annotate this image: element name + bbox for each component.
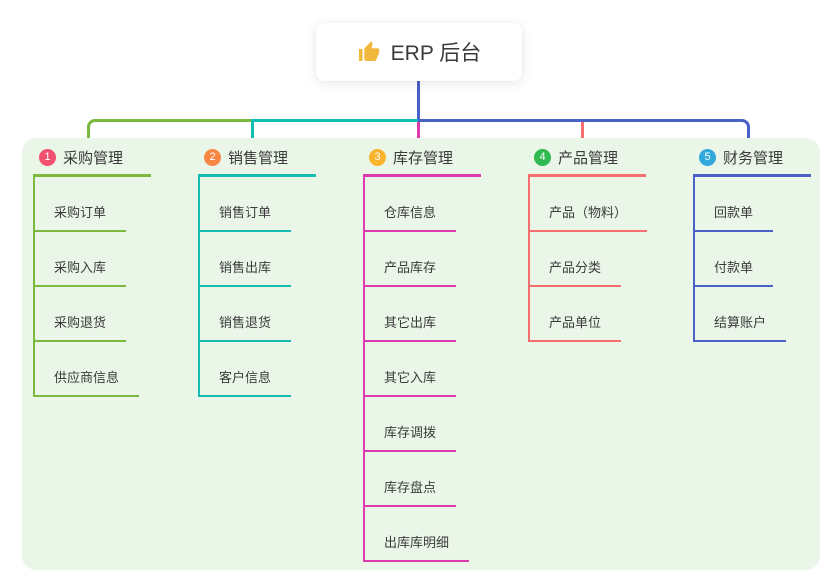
branch-children: 仓库信息 产品库存 其它出库 其它入库 库存调拨 库存盘点 出库库明细 xyxy=(363,177,470,562)
child-node[interactable]: 采购订单 xyxy=(35,177,127,232)
branch-children: 产品（物料） 产品分类 产品单位 xyxy=(528,177,648,342)
thumbs-up-icon xyxy=(358,41,380,61)
child-node[interactable]: 其它入库 xyxy=(365,342,457,397)
child-node[interactable]: 产品分类 xyxy=(530,232,622,287)
child-node[interactable]: 库存调拨 xyxy=(365,397,457,452)
child-node[interactable]: 采购退货 xyxy=(35,287,127,342)
branch-column-purchase: 1 采购管理 采购订单 采购入库 采购退货 供应商信息 xyxy=(33,140,151,397)
branch-children: 采购订单 采购入库 采购退货 供应商信息 xyxy=(33,177,140,397)
child-node[interactable]: 回款单 xyxy=(695,177,774,232)
branch-number-badge: 1 xyxy=(39,148,56,166)
branch-label: 采购管理 xyxy=(63,149,124,167)
child-node[interactable]: 库存盘点 xyxy=(365,452,457,507)
branch-number-badge: 2 xyxy=(204,148,221,166)
child-node[interactable]: 客户信息 xyxy=(200,342,292,397)
branch-title-product[interactable]: 4 产品管理 xyxy=(528,140,646,177)
branch-number-badge: 5 xyxy=(699,148,716,166)
child-node[interactable]: 销售退货 xyxy=(200,287,292,342)
branch-title-finance[interactable]: 5 财务管理 xyxy=(693,140,811,177)
child-node[interactable]: 产品单位 xyxy=(530,287,622,342)
branch-column-inventory: 3 库存管理 仓库信息 产品库存 其它出库 其它入库 库存调拨 库存盘点 出库库… xyxy=(363,140,481,562)
branch-children: 回款单 付款单 结算账户 xyxy=(693,177,787,342)
branch-title-purchase[interactable]: 1 采购管理 xyxy=(33,140,151,177)
child-node[interactable]: 结算账户 xyxy=(695,287,787,342)
branch-title-sales[interactable]: 2 销售管理 xyxy=(198,140,316,177)
root-node[interactable]: ERP 后台 xyxy=(316,23,522,81)
branch-number-badge: 3 xyxy=(369,148,386,166)
branch-number-badge: 4 xyxy=(534,148,551,166)
child-node[interactable]: 其它出库 xyxy=(365,287,457,342)
branch-column-finance: 5 财务管理 回款单 付款单 结算账户 xyxy=(693,140,811,342)
child-node[interactable]: 付款单 xyxy=(695,232,774,287)
branch-column-sales: 2 销售管理 销售订单 销售出库 销售退货 客户信息 xyxy=(198,140,316,397)
branch-label: 产品管理 xyxy=(558,149,619,167)
child-node[interactable]: 销售订单 xyxy=(200,177,292,232)
root-label: ERP 后台 xyxy=(390,42,482,65)
branch-column-product: 4 产品管理 产品（物料） 产品分类 产品单位 xyxy=(528,140,648,342)
root-trunk-line xyxy=(417,79,420,122)
branch-title-inventory[interactable]: 3 库存管理 xyxy=(363,140,481,177)
child-node[interactable]: 产品（物料） xyxy=(530,177,648,232)
branch-label: 财务管理 xyxy=(723,149,784,167)
branch-children: 销售订单 销售出库 销售退货 客户信息 xyxy=(198,177,292,397)
child-node[interactable]: 采购入库 xyxy=(35,232,127,287)
child-node[interactable]: 产品库存 xyxy=(365,232,457,287)
branch-label: 库存管理 xyxy=(393,149,454,167)
child-node[interactable]: 出库库明细 xyxy=(365,507,470,562)
branch-label: 销售管理 xyxy=(228,149,289,167)
child-node[interactable]: 仓库信息 xyxy=(365,177,457,232)
branches-panel xyxy=(22,138,820,570)
child-node[interactable]: 供应商信息 xyxy=(35,342,140,397)
connector-bus-middle xyxy=(251,119,418,122)
child-node[interactable]: 销售出库 xyxy=(200,232,292,287)
